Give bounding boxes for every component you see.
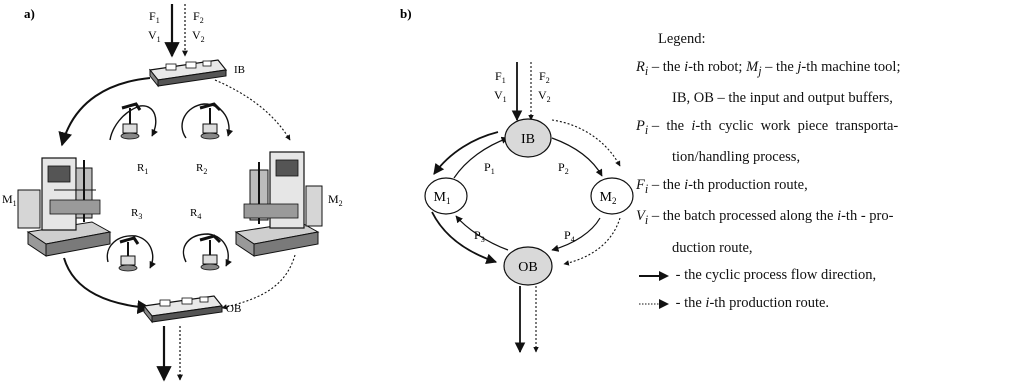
panel-a-diagram: a) F1 V1 F2 V2 IB [2,4,343,382]
legend-batch-cont: duction route, [672,239,753,256]
route-f2-arc-b-2 [563,217,621,266]
process-p3-label: P3 [474,228,485,244]
flow-v1-label-b: V1 [494,88,507,104]
legend-production-route: - the i-th production route. [636,290,1006,318]
flow-f1-label-b: F1 [495,69,506,85]
node-ib-label: IB [521,132,535,147]
node-m1-label: M1 [434,190,451,206]
flow-v2-label: V2 [192,28,205,44]
process-p1-arc [453,136,509,179]
route-f1-arc-left-top [58,77,151,147]
node-ob-label: OB [518,260,537,275]
legend-title: Legend: [658,31,706,47]
input-buffer-ib-icon [148,59,228,88]
legend-batch: Vi – the batch processed along the i-th … [636,208,894,228]
flow-f1-label: F1 [149,9,160,25]
route-f1-arc-b-1 [433,131,499,175]
robot-r3-icon [118,236,140,272]
flow-f2-label-b: F2 [539,69,550,85]
route-f2-arc-right-bottom [221,254,296,310]
process-p4-label: P4 [564,228,575,244]
flow-v1-label: V1 [148,28,161,44]
output-buffer-ob-icon [142,295,224,324]
panel-a-label: a) [24,6,35,21]
legend-process-cont: tion/handling process, [672,149,801,166]
robot-r2-icon [199,102,222,140]
robot-r2-motion-arrow [181,103,234,139]
node-m1: M1 [424,177,468,215]
route-f1-arc-b-2 [431,211,498,265]
legend-process: Pi – the i-th cyclic work piece transpor… [636,117,899,137]
machine-tool-m2-label: M2 [328,192,343,208]
dotted-arrow-icon [639,298,669,309]
process-p3-arc [455,215,509,251]
robot-r3-label: R3 [131,207,142,221]
robot-r4-label: R4 [190,207,201,221]
process-p4-arc [551,217,601,252]
legend-robot-machine: Ri – the i-th robot; Mj – the j-th machi… [636,58,901,78]
robot-r4-motion-arrow [182,233,232,267]
input-buffer-ib-label: IB [234,64,245,76]
robot-r3-motion-arrow [106,235,156,269]
legend-flow-direction: - the cyclic process flow direction, [636,262,1006,290]
flow-v2-label-b: V2 [538,88,551,104]
process-p1-label: P1 [484,160,495,176]
machine-tool-m1-icon [17,157,112,257]
process-p2-label: P2 [558,160,569,176]
process-p2-arc [551,137,603,177]
solid-arrow-icon [639,270,669,281]
panel-b-label: b) [400,6,412,21]
robot-r2-label: R2 [196,162,207,176]
legend-route: Fi – the i-th production route, [636,176,808,196]
node-m2-label: M2 [600,190,617,206]
robot-r1-label: R1 [137,162,148,176]
route-f2-arc-right-top [214,79,291,141]
robot-r4-icon [199,234,222,271]
machine-tool-m2-icon [234,151,323,257]
route-f1-arc-left-bottom [63,257,152,315]
legend: Legend: Ri – the i-th robot; Mj – the j-… [636,26,1006,318]
panel-b-diagram: b) F1 V1 F2 V2 IB M1 M2 OB P1 P2 P3 P4 [400,6,634,354]
flow-f2-label: F2 [193,9,204,25]
route-f2-arc-b-1 [551,119,621,167]
robot-r1-motion-arrow [109,105,158,141]
robot-r1-icon [120,102,142,140]
node-m2: M2 [590,177,634,215]
node-ob: OB [503,246,553,286]
node-ib: IB [504,118,552,158]
machine-tool-m1-label: M1 [2,192,17,208]
legend-buffers: IB, OB – the input and output buffers, [672,90,893,107]
output-buffer-ob-label: OB [226,303,241,315]
